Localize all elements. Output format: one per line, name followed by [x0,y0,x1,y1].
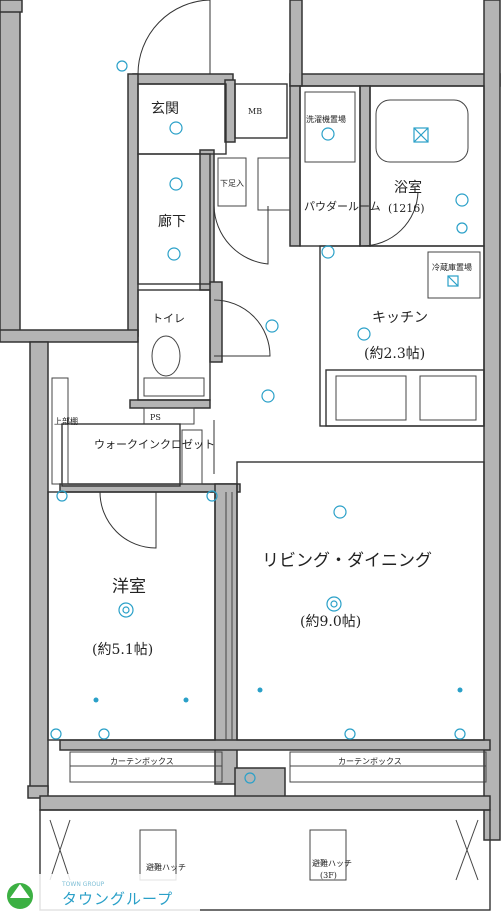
label-bath: 浴室 [394,179,422,196]
logo-sub: TOWN GROUP [61,881,105,888]
label-corridor: 廊下 [158,213,186,230]
label-ps: PS [150,413,161,422]
company-logo: TOWN GROUP タウングループ [0,874,200,914]
label-hatch-left: 避難ハッチ [146,862,186,872]
label-hatch-right: 避難ハッチ [312,858,352,868]
label-curtain-box-left: カーテンボックス [110,757,174,766]
label-hatch-floor: (3F) [320,871,337,880]
label-shoe-storage: 下足入 [220,179,244,188]
label-fridge: 冷蔵庫置場 [432,262,472,272]
interior-lines [39,83,491,911]
label-kitchen: キッチン [372,310,428,326]
label-bath-size: (1216) [388,202,425,215]
label-living-dining: リビング・ダイニング [262,551,432,571]
label-curtain-box-right: カーテンボックス [338,757,402,766]
label-western-size: (約5.1帖) [92,642,153,658]
label-western-room: 洋室 [112,577,146,597]
label-powder-room: パウダールーム [304,199,381,213]
label-mb: MB [248,107,262,116]
label-entrance: 玄関 [151,100,179,117]
label-toilet: トイレ [152,312,185,325]
label-kitchen-size: (約2.3帖) [364,346,425,362]
label-storage: 上部棚 [54,416,78,426]
label-living-size: (約9.0帖) [300,614,361,630]
doors [99,0,419,549]
logo-name: タウングループ [62,890,173,908]
label-washer: 洗濯機置場 [306,114,346,124]
label-walk-in-closet: ウォークインクロゼット [94,438,215,451]
electrical-symbols [49,60,479,881]
